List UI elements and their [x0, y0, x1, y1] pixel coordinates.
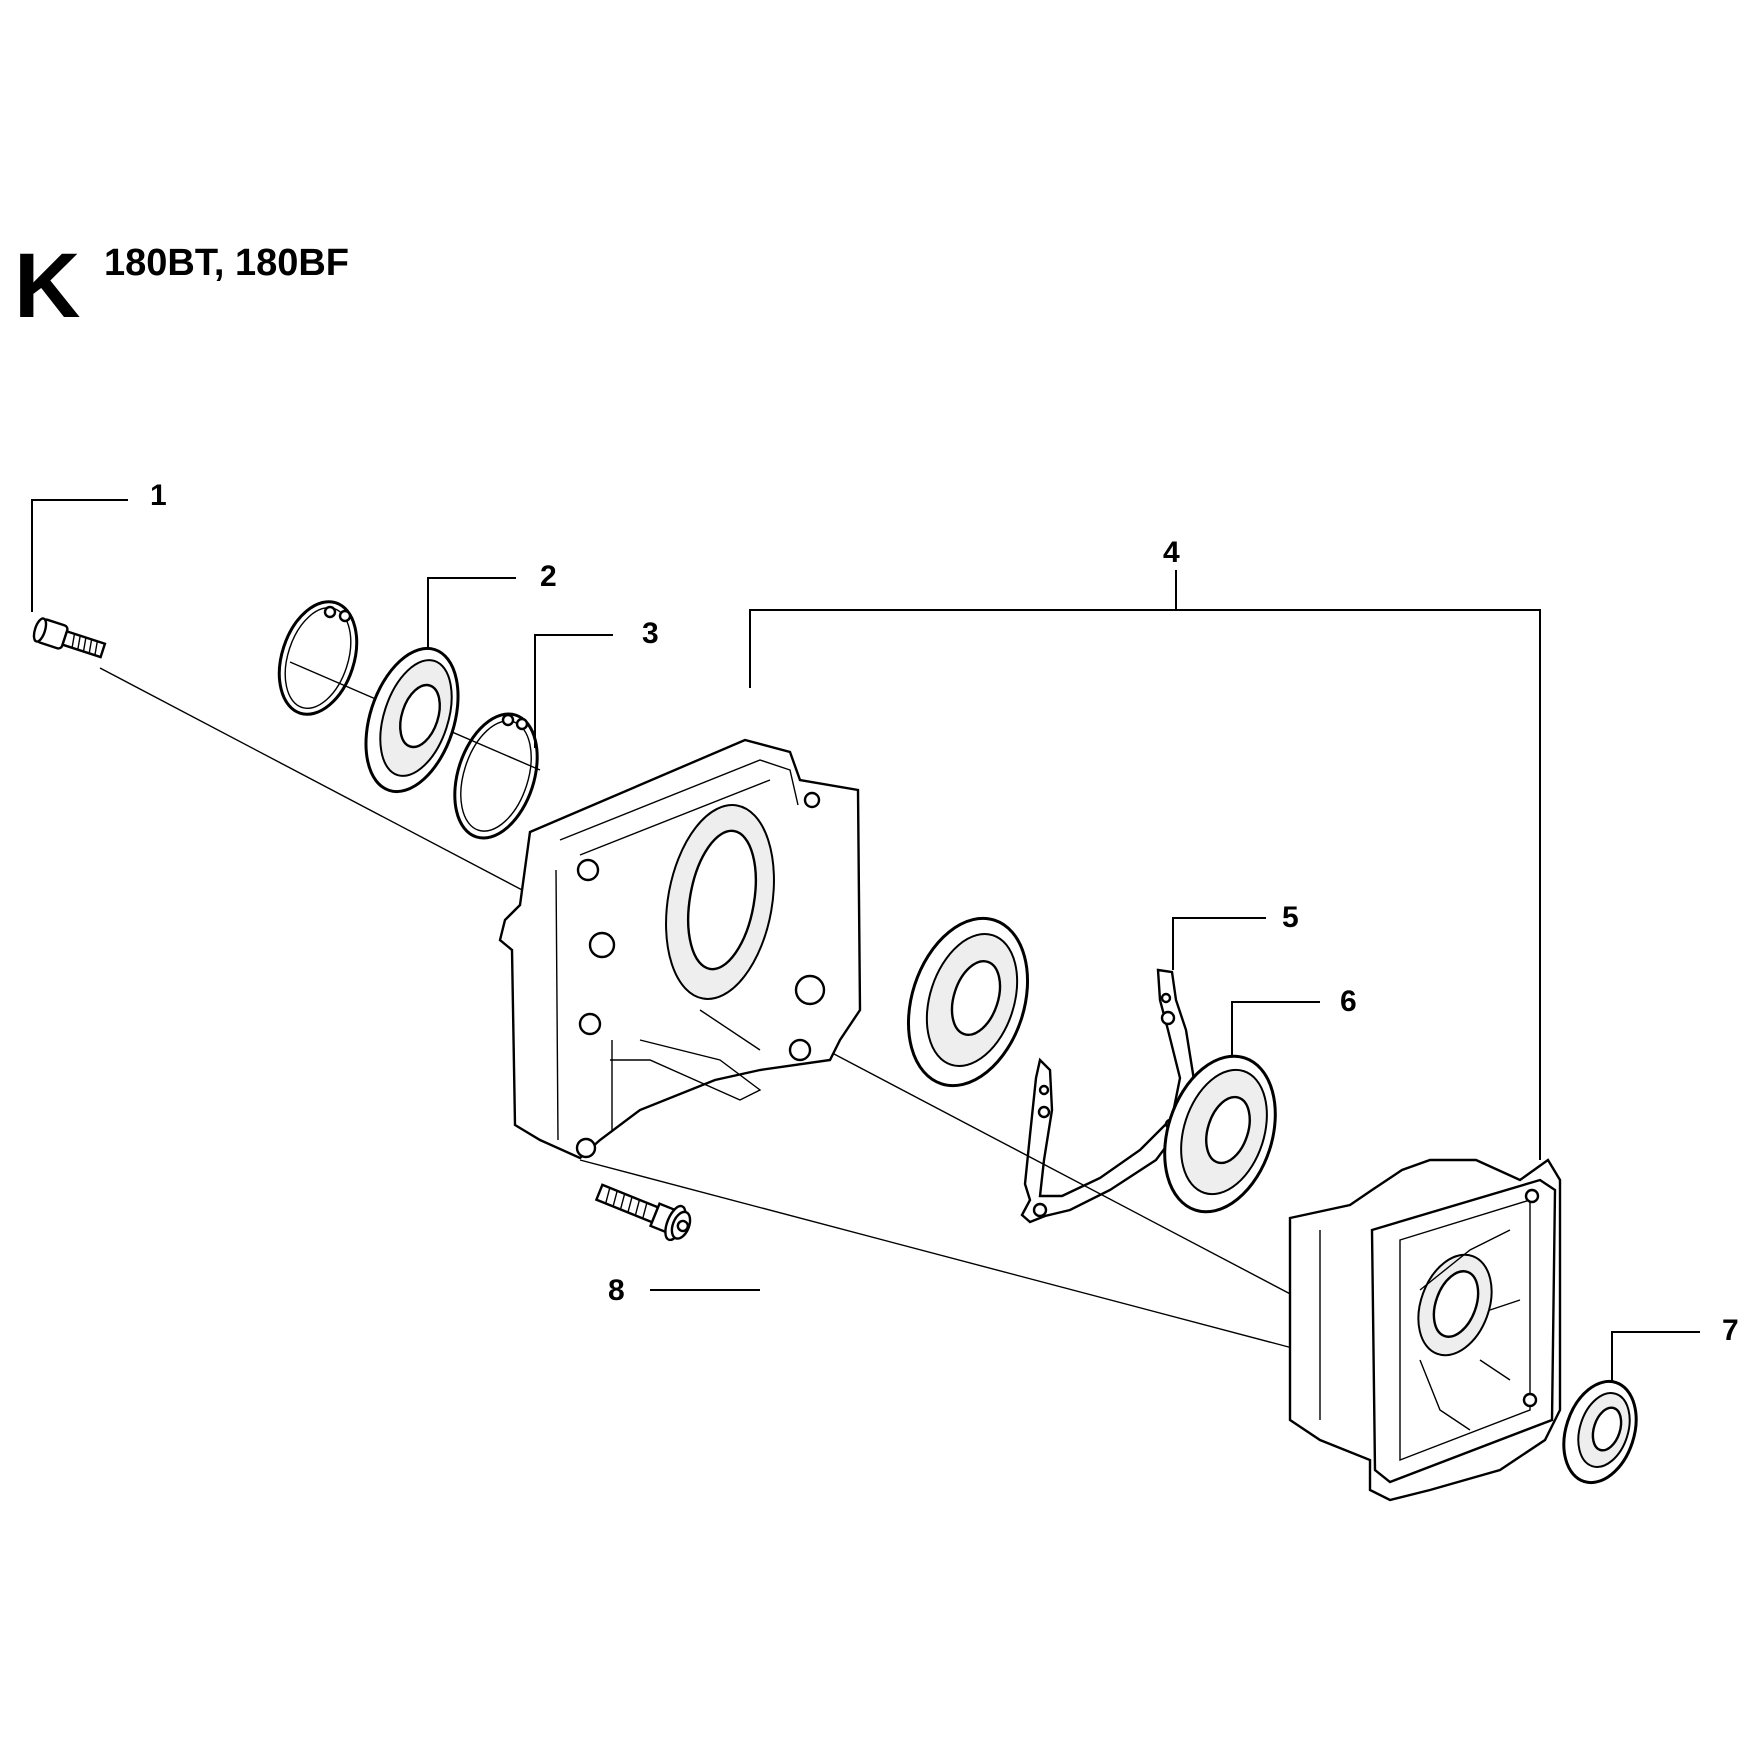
- bearing-icon: [1163, 1054, 1277, 1214]
- model-title: 180BT, 180BF: [104, 242, 350, 284]
- callout-7: 7: [1722, 1314, 1739, 1347]
- cap-screw-icon: [32, 617, 107, 659]
- callout-8: 8: [608, 1274, 625, 1307]
- bearing-icon: [364, 646, 460, 794]
- retaining-ring-icon: [453, 712, 539, 840]
- section-letter: K: [14, 235, 81, 337]
- gasket-icon: [1020, 968, 1196, 1224]
- callout-4: 4: [1163, 536, 1180, 569]
- callout-2: 2: [540, 560, 557, 593]
- callout-3: 3: [642, 617, 659, 650]
- callout-leader-lines: [31, 499, 1700, 1430]
- retaining-ring-icon: [277, 600, 359, 716]
- callout-5: 5: [1282, 901, 1299, 934]
- callout-1: 1: [150, 479, 167, 512]
- callout-numbers: 1 2 3 4 5 6 7 8: [150, 479, 1739, 1347]
- bearing-icon: [906, 916, 1030, 1088]
- seal-ring-icon: [1562, 1379, 1638, 1485]
- crankcase-icon: [498, 738, 1562, 1502]
- callout-6: 6: [1340, 985, 1357, 1018]
- flange-screw-icon: [594, 1183, 692, 1242]
